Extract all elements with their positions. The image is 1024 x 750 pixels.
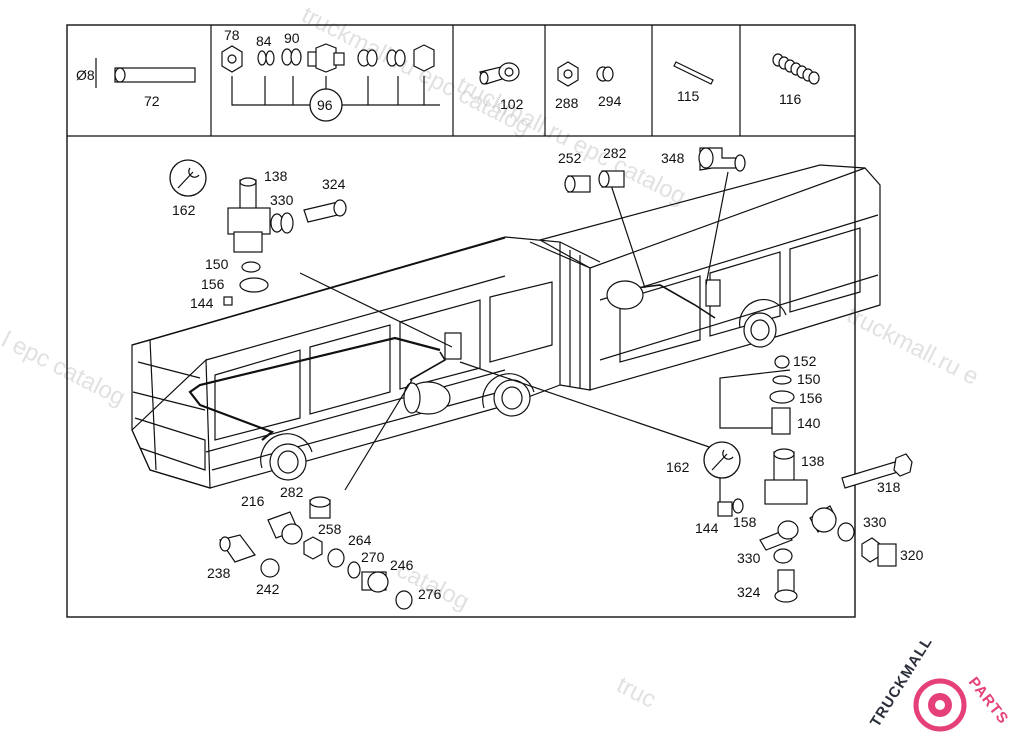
part-label-162: 162	[172, 202, 196, 218]
part-label-156: 156	[201, 276, 225, 292]
part-label-252: 252	[558, 150, 582, 166]
fittings-set-96: 78 84 90 96	[221, 27, 440, 122]
fittings-upper-middle: 252 282 348	[558, 145, 746, 193]
part-label-150: 150	[797, 371, 821, 387]
brand-name-accent: PARTS	[965, 674, 1012, 728]
part-label-270: 270	[361, 549, 385, 565]
part-label-330: 330	[737, 550, 761, 566]
pipe-72: Ø8 72	[76, 58, 196, 109]
part-label-264: 264	[348, 532, 372, 548]
part-label-78: 78	[224, 27, 240, 43]
part-label-282: 282	[280, 484, 304, 500]
part-label-288: 288	[555, 95, 579, 111]
part-label-84: 84	[256, 33, 272, 49]
part-label-162: 162	[666, 459, 690, 475]
part-label-282: 282	[603, 145, 627, 161]
part-label-258: 258	[318, 521, 342, 537]
articulated-bus	[131, 164, 881, 489]
part-label-138: 138	[801, 453, 825, 469]
part-label-144: 144	[190, 295, 214, 311]
part-label-238: 238	[207, 565, 231, 581]
part-label-324: 324	[322, 176, 346, 192]
part-label-102: 102	[500, 96, 524, 112]
part-label-320: 320	[900, 547, 924, 563]
watermark-text: truc	[612, 671, 660, 713]
brand-logo: TRUCKMALL PARTS	[867, 634, 1012, 732]
part-label-115: 115	[677, 88, 700, 104]
part-label-152: 152	[793, 353, 817, 369]
pin-115: 115	[673, 61, 714, 104]
part-label-330: 330	[863, 514, 887, 530]
part-label-242: 242	[256, 581, 280, 597]
part-label-216: 216	[241, 493, 265, 509]
part-label-156: 156	[799, 390, 823, 406]
part-label-138: 138	[264, 168, 288, 184]
part-label-294: 294	[598, 93, 622, 109]
part-label-150: 150	[205, 256, 229, 272]
spring-116: 116	[772, 53, 820, 107]
fittings-lower-left: 216 282 258 264 270 246 276 238 242	[207, 484, 442, 610]
brand-name: TRUCKMALL	[867, 634, 936, 730]
part-label-144: 144	[695, 520, 719, 536]
watermark-text: truckmall.ru e	[842, 301, 983, 390]
part-label-116: 116	[779, 91, 802, 107]
part-label-348: 348	[661, 150, 685, 166]
diameter-label: Ø8	[76, 67, 95, 83]
part-label-318: 318	[877, 479, 901, 495]
part-label-72: 72	[144, 93, 160, 109]
valve-assembly-upper: 162 138 330 324 150 156 144	[169, 159, 347, 311]
watermark-text: l epc catalog	[0, 326, 130, 411]
part-label-324: 324	[737, 584, 761, 600]
part-label-158: 158	[733, 514, 757, 530]
banjo-fitting-102: 102	[479, 62, 524, 112]
diagram-frame	[66, 24, 856, 618]
leader-lines	[299, 171, 791, 506]
part-label-276: 276	[418, 586, 442, 602]
nut-288-ring-294: 288 294	[555, 61, 622, 111]
part-label-246: 246	[390, 557, 414, 573]
part-label-140: 140	[797, 415, 821, 431]
part-label-90: 90	[284, 30, 300, 46]
part-label-96: 96	[317, 97, 333, 113]
valve-assembly-right: 152 150 156 140 162 138 318 144 158 330 …	[666, 353, 924, 603]
part-label-330: 330	[270, 192, 294, 208]
